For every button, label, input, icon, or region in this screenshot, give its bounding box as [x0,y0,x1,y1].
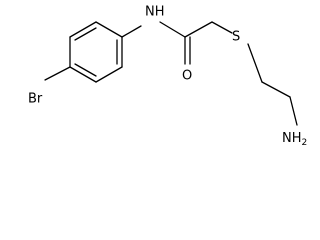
ch2-s-bond [211,21,233,34]
amine-nh-text: NH [282,131,302,146]
carbonyl-oxygen-label: O [182,69,192,84]
sulfur-label: S [232,30,240,45]
bromine-label: Br [28,92,43,107]
carbonyl-ch2-bond [184,21,213,38]
amine-label: NH2 [282,131,307,148]
ring-bond-5 [95,66,123,83]
c-br-bond [44,66,71,81]
ring-bond-4 [69,66,97,83]
ring-n-bond [121,25,142,38]
chemical-structure-diagram: Br NH O S NH2 [28,5,307,148]
benzene-ring [69,21,123,83]
amine-subscript: 2 [302,138,308,148]
ring-double-bond-a [74,27,97,41]
ring-bond-2 [69,21,97,38]
amide-nh-label: NH [145,5,165,20]
s-ch2-bond [247,43,263,83]
ethylene-bond [261,81,291,98]
ring-bond-1 [95,21,123,38]
ring-double-bond-b [74,63,97,77]
n-carbonyl-bond [159,21,186,38]
ch2-nh2-bond [289,96,298,126]
